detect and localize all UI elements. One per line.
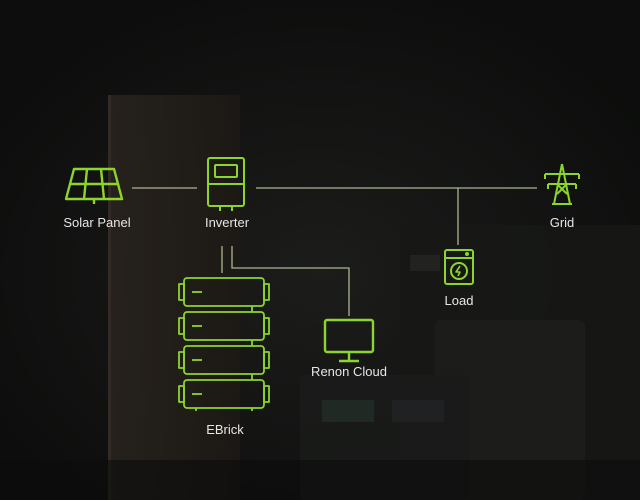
ebrick-label: EBrick [206,422,244,437]
battery-stack-icon [176,276,272,412]
inverter-label: Inverter [204,215,250,230]
solar-panel-label: Solar Panel [63,215,131,230]
renon-cloud-label: Renon Cloud [311,364,387,379]
monitor-icon [323,318,375,364]
load-label: Load [444,293,474,308]
solar-panel-icon [64,165,126,205]
line-to-cloud [231,246,350,316]
washing-machine-icon [443,248,475,286]
power-tower-icon [540,162,584,206]
grid-label: Grid [549,215,575,230]
inverter-icon [206,156,246,212]
